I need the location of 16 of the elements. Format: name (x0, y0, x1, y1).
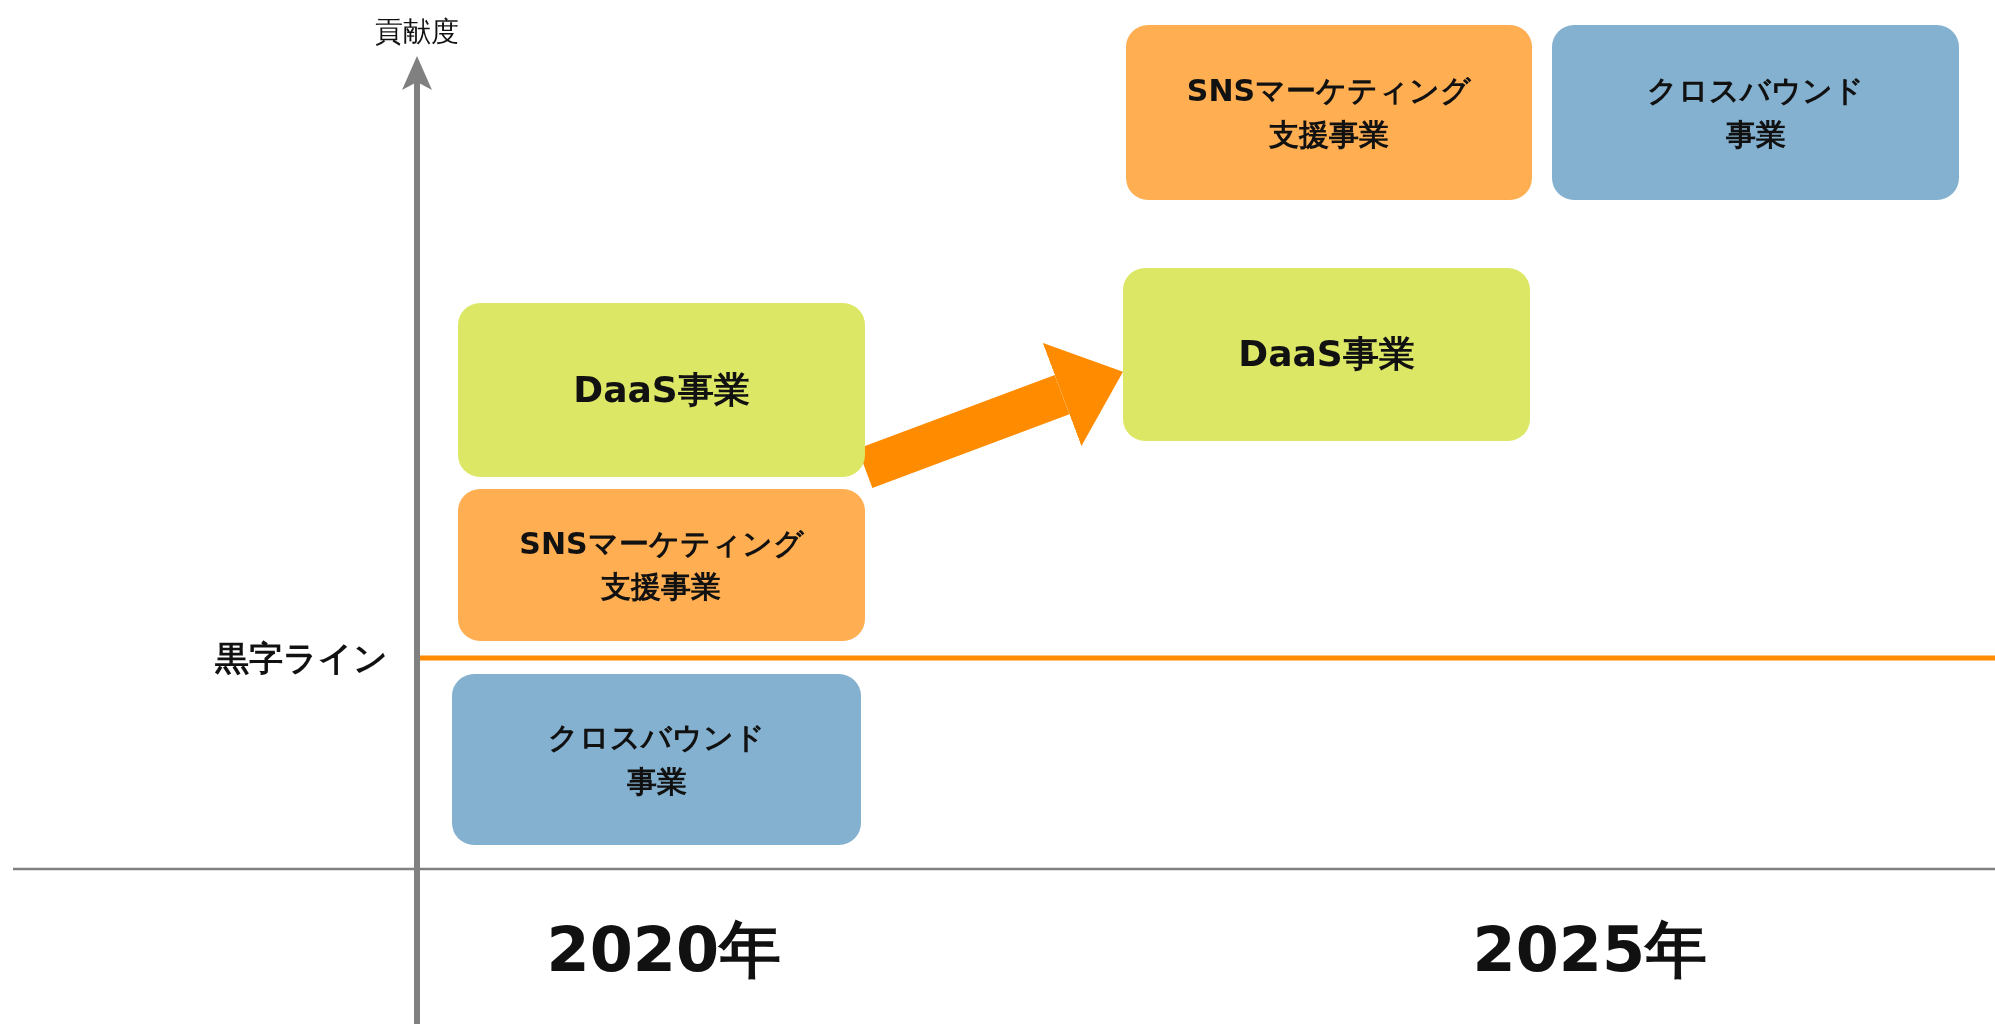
business-box (458, 303, 865, 477)
year-label: 2020年 (546, 912, 782, 988)
line-label: 黒字ライン (215, 637, 388, 680)
box-text: SNSマーケティング支援事業 (519, 524, 804, 606)
box-text: DaaS事業 (1238, 332, 1415, 377)
box-text: DaaS事業 (573, 367, 750, 412)
box-text: SNSマーケティング支援事業 (1186, 72, 1472, 154)
box-text: クロスバウンド事業 (1647, 72, 1864, 154)
business-box (1123, 268, 1530, 441)
business-box (458, 489, 865, 641)
box-text: クロスバウンド事業 (548, 719, 765, 801)
year-label: 2025年 (1472, 912, 1708, 988)
business-box (1126, 25, 1532, 200)
business-box (1552, 25, 1959, 200)
business-box (452, 674, 861, 845)
axis-title: 貢献度 (375, 14, 459, 50)
